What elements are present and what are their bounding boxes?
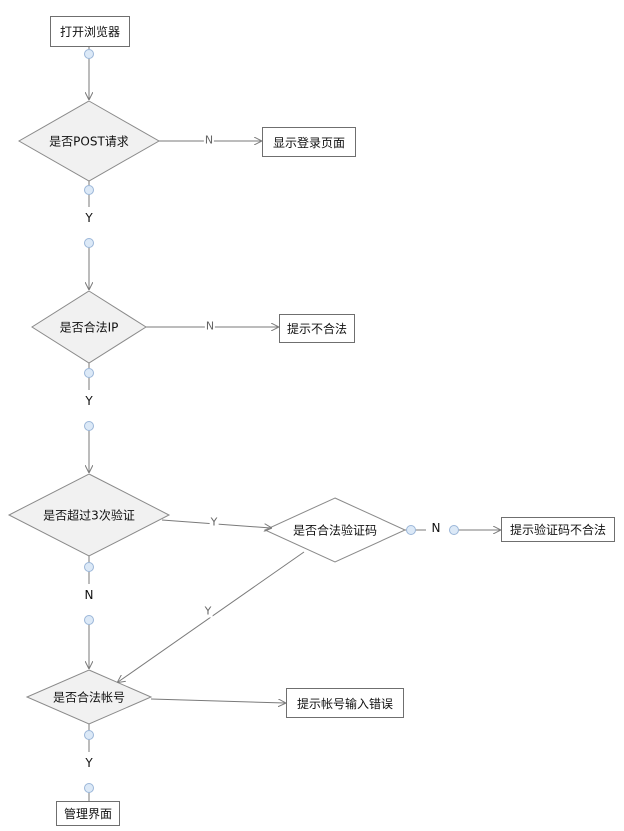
node-admin-panel[interactable]: 管理界面 (56, 801, 120, 826)
decision-captcha-label: 是否合法验证码 (292, 523, 378, 538)
decision-is-valid-ip-label: 是否合法IP (59, 320, 119, 335)
connector-point (84, 238, 94, 248)
node-show-login[interactable]: 显示登录页面 (262, 127, 356, 157)
decision-account-label: 是否合法帐号 (52, 690, 126, 705)
edge-label-over-no: N (84, 588, 94, 602)
edge-label-account-yes: Y (85, 756, 93, 770)
connector-point (84, 49, 94, 59)
edge-label-post-no: N (203, 133, 215, 147)
connector-point (84, 185, 94, 195)
edge-label-ip-no: N (204, 319, 216, 333)
edge-label-captcha-no: N (431, 521, 441, 535)
edge-label-captcha-yes: Y (203, 604, 213, 618)
connector-points (84, 49, 459, 793)
decision-captcha-shape[interactable] (263, 497, 407, 563)
connector-point (84, 615, 94, 625)
connector-point (84, 730, 94, 740)
edge-label-ip-yes: Y (85, 394, 93, 408)
node-captcha-invalid[interactable]: 提示验证码不合法 (501, 517, 615, 542)
node-ip-invalid[interactable]: 提示不合法 (279, 314, 355, 343)
edge-account-no (150, 698, 285, 703)
node-open-browser[interactable]: 打开浏览器 (50, 16, 130, 47)
connector-point (84, 421, 94, 431)
connector-point (84, 562, 94, 572)
node-account-error[interactable]: 提示帐号输入错误 (286, 688, 404, 718)
decision-is-post-label: 是否POST请求 (49, 134, 129, 149)
connector-point (84, 368, 94, 378)
connector-point (84, 783, 94, 793)
connector-point (406, 525, 416, 535)
edge-label-over-yes: Y (209, 515, 219, 529)
connector-point (449, 525, 459, 535)
decision-over-3-label: 是否超过3次验证 (43, 508, 135, 523)
edge-label-post-yes: Y (85, 211, 93, 225)
